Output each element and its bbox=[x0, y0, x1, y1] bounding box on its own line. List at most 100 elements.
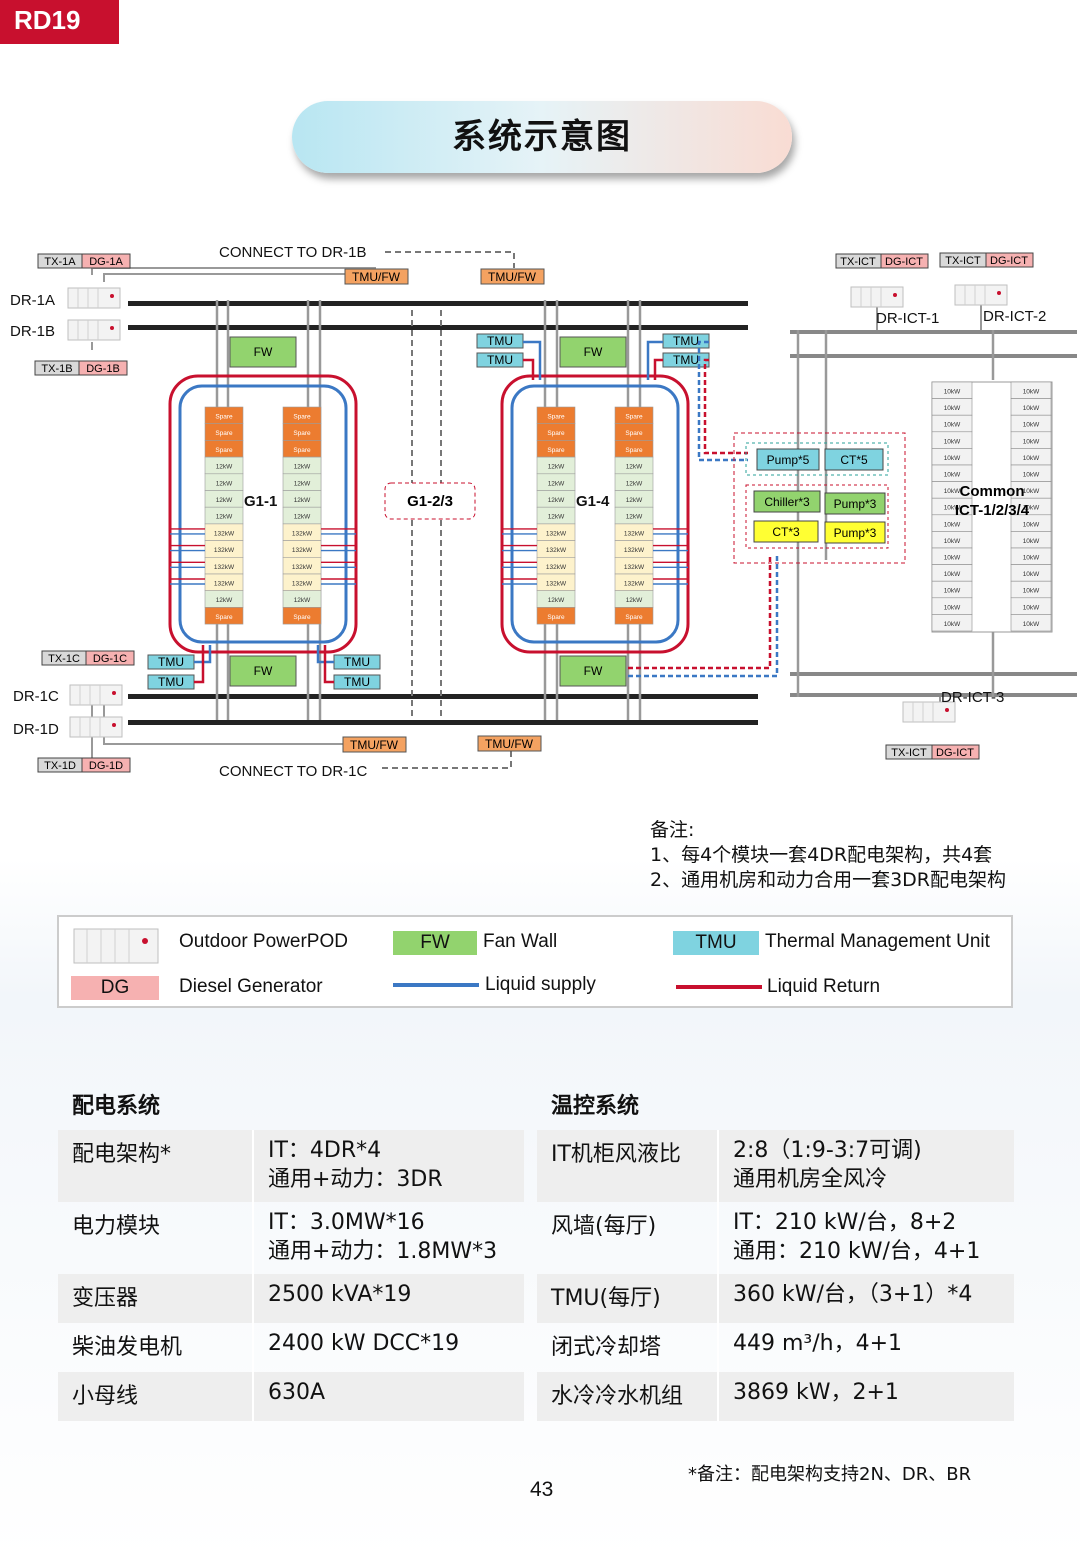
row-value-line: IT：3.0MW*16 bbox=[268, 1210, 425, 1235]
common-rack-label: 10kW bbox=[1023, 621, 1040, 628]
row-key: 风墙(每厅) bbox=[551, 1214, 657, 1239]
column-divider bbox=[252, 1130, 254, 1202]
table-row: 水冷冷水机组 3869 kW，2+1 bbox=[537, 1372, 1014, 1421]
rack-cell-label: 12kW bbox=[548, 597, 565, 604]
busbar-1a bbox=[128, 301, 748, 306]
common-rack-label: 10kW bbox=[1023, 472, 1040, 479]
row-key: 电力模块 bbox=[72, 1214, 161, 1239]
fw-box: FW bbox=[254, 345, 273, 359]
rack-cell-label: 132kW bbox=[546, 547, 567, 554]
common-rack-label: 10kW bbox=[944, 488, 961, 495]
hall-label: G1-1 bbox=[244, 493, 277, 510]
row-key: 配电架构* bbox=[72, 1142, 172, 1167]
common-racks: 10kW 10kW 10kW 10kW 10kW 10kW 10kW 10kW 10kW 10kW… bbox=[931, 381, 1053, 633]
row-value-line: 3869 kW，2+1 bbox=[733, 1380, 899, 1405]
row-value-line: 通用机房全风冷 bbox=[733, 1167, 888, 1192]
page-tag: RD19 bbox=[0, 0, 119, 44]
rack-cell-label: 12kW bbox=[216, 464, 233, 471]
tx-label: TX-1D bbox=[44, 760, 76, 772]
rack-cell bbox=[204, 607, 244, 625]
row-value: 3869 kW，2+1 bbox=[733, 1378, 899, 1407]
row-value: 449 m³/h，4+1 bbox=[733, 1329, 902, 1358]
legend-tmu-label: Thermal Management Unit bbox=[765, 931, 990, 952]
legend-fw-label: Fan Wall bbox=[483, 931, 558, 952]
rack-cell-label: Spare bbox=[293, 430, 311, 437]
rack-cell-label: Spare bbox=[625, 414, 643, 421]
rack-cell-label: 12kW bbox=[294, 480, 311, 487]
page-number: 43 bbox=[530, 1478, 554, 1501]
tx-label: TX-1B bbox=[41, 363, 72, 375]
common-rack-label: 10kW bbox=[1023, 604, 1040, 611]
common-rack-label: 10kW bbox=[944, 438, 961, 445]
common-rack-label: 10kW bbox=[1023, 455, 1040, 462]
hall-mid-label: G1-2/3 bbox=[407, 493, 453, 510]
common-rack-label: 10kW bbox=[944, 521, 961, 528]
busbar-1b bbox=[128, 325, 748, 330]
rack-cell-label: 12kW bbox=[294, 497, 311, 504]
legend-tmu-swatch: TMU bbox=[673, 931, 759, 955]
common-rack-label: 10kW bbox=[1023, 588, 1040, 595]
rack-cell-label: 12kW bbox=[626, 464, 643, 471]
column-divider bbox=[252, 1372, 254, 1421]
common-rack-label: 10kW bbox=[1023, 389, 1040, 396]
row-key: 小母线 bbox=[72, 1384, 139, 1409]
common-rack-label: 10kW bbox=[944, 455, 961, 462]
column-divider bbox=[717, 1130, 719, 1202]
rack-cell-label: Spare bbox=[547, 414, 565, 421]
rack-cell-label: 132kW bbox=[214, 530, 235, 537]
common-rack-label: 10kW bbox=[1023, 422, 1040, 429]
connect-top-label: CONNECT TO DR-1B bbox=[219, 244, 367, 261]
rack-cell-label: Spare bbox=[547, 430, 565, 437]
legend-supply-label: Liquid supply bbox=[485, 974, 596, 995]
rack-cell-label: 12kW bbox=[548, 464, 565, 471]
rack-cell-label: 12kW bbox=[216, 480, 233, 487]
tx-label: TX-ICT bbox=[840, 256, 876, 268]
ct-box: CT*5 bbox=[840, 453, 868, 467]
common-rack-label: 10kW bbox=[1023, 538, 1040, 545]
rack-cell-label: 132kW bbox=[214, 564, 235, 571]
common-rack-label: 10kW bbox=[1023, 555, 1040, 562]
legend-return-label: Liquid Return bbox=[767, 976, 881, 997]
row-value: 630A bbox=[268, 1378, 325, 1407]
tmu-box: TMU bbox=[158, 675, 184, 689]
row-value-line: 2:8（1:9-3:7可调) bbox=[733, 1138, 922, 1163]
dr-label: DR-1D bbox=[13, 721, 59, 738]
connect-bottom-label: CONNECT TO DR-1C bbox=[219, 763, 368, 780]
notes: 备注: 1、每4个模块一套4DR配电架构，共4套 2、通用机房和动力合用一套3D… bbox=[650, 818, 1006, 893]
row-key: 闭式冷却塔 bbox=[551, 1335, 662, 1360]
rack-cell bbox=[536, 607, 576, 625]
dr-label: DR-1C bbox=[13, 688, 59, 705]
notes-title: 备注: bbox=[650, 819, 695, 841]
column-divider bbox=[252, 1274, 254, 1323]
pump-box: Pump*5 bbox=[767, 453, 810, 467]
tmu-box: TMU bbox=[344, 675, 370, 689]
legend-fw-swatch: FW bbox=[393, 931, 477, 955]
tmu-box: TMU bbox=[158, 655, 184, 669]
row-value: 360 kW/台，（3+1）*4 bbox=[733, 1280, 972, 1309]
rack-cell-label: Spare bbox=[293, 614, 311, 621]
rack-cell-label: 12kW bbox=[294, 464, 311, 471]
rack-cell-label: 132kW bbox=[292, 547, 313, 554]
dg-label: DG-1A bbox=[89, 256, 123, 268]
rack-cell-label: Spare bbox=[215, 447, 233, 454]
pump-box: Pump*3 bbox=[834, 526, 877, 540]
common-rack-label: 10kW bbox=[944, 555, 961, 562]
rack-cell-label: 132kW bbox=[624, 581, 645, 588]
rack-cell-label: Spare bbox=[625, 614, 643, 621]
rack-cell-label: 132kW bbox=[292, 581, 313, 588]
rack-cell-label: Spare bbox=[625, 447, 643, 454]
notes-item: 2、通用机房和动力合用一套3DR配电架构 bbox=[650, 869, 1007, 891]
common-label: Common bbox=[960, 483, 1025, 500]
powerpod-icon bbox=[73, 928, 159, 964]
common-rack-label: 10kW bbox=[944, 621, 961, 628]
busbar-1d bbox=[128, 720, 758, 725]
column-divider bbox=[717, 1323, 719, 1372]
row-key: 水冷冷水机组 bbox=[551, 1384, 684, 1409]
common-label: ICT-1/2/3/4 bbox=[955, 502, 1030, 519]
common-rack-label: 10kW bbox=[944, 571, 961, 578]
tmu-box: TMU bbox=[487, 334, 513, 348]
tmu-box: TMU bbox=[673, 334, 699, 348]
